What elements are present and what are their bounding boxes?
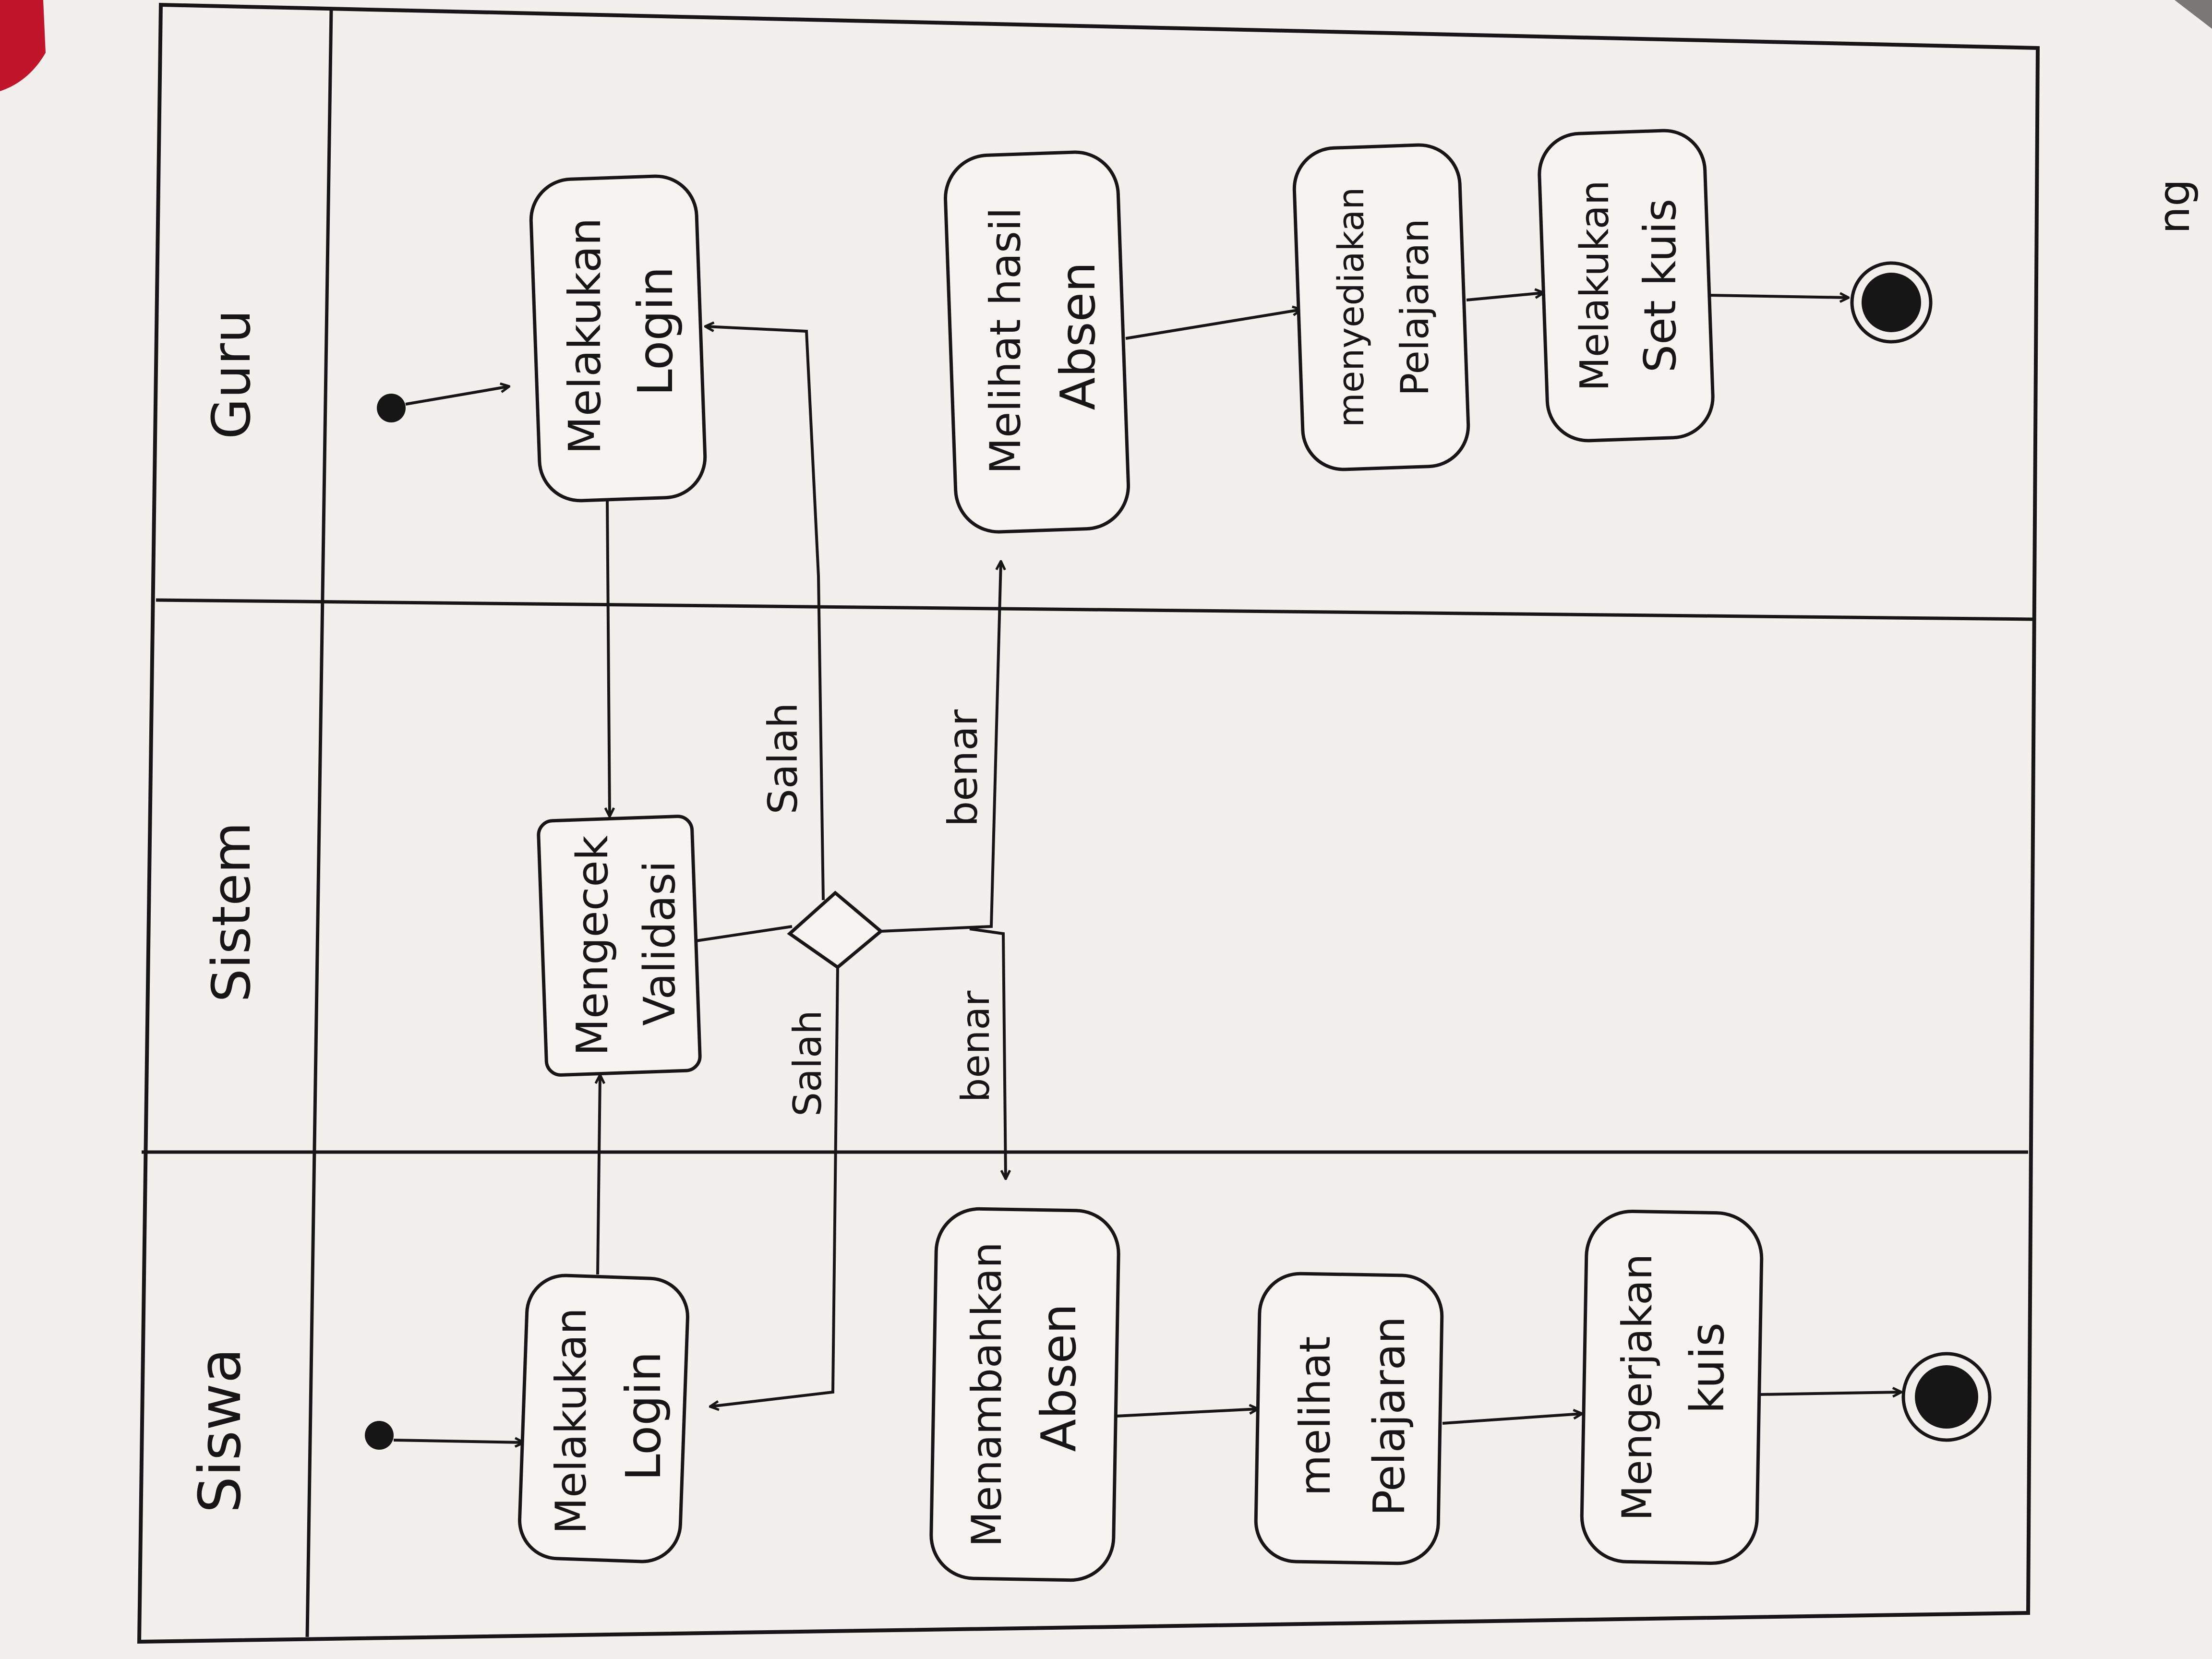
- sistem-validasi-text-1: Mengecek: [567, 835, 618, 1056]
- siswa-end-node: [1901, 1352, 1992, 1442]
- guru-kuis-text-2: Set kuis: [1635, 199, 1686, 373]
- corner-mark: ng: [2149, 179, 2200, 234]
- lane-label-guru: Guru: [201, 310, 262, 439]
- siswa-lihat-text-1: melihat: [1290, 1336, 1340, 1496]
- diagram-frame: [137, 2, 2040, 1644]
- guru-login-text-2: Login: [627, 266, 684, 396]
- activity-sistem-validasi: Mengecek Validasi: [537, 815, 702, 1077]
- guru-sediakan-text-1: menyediakan: [1331, 187, 1372, 428]
- header-divider: [305, 9, 333, 1637]
- flow-validasi-to-decision: [696, 925, 793, 942]
- guru-sediakan-text-2: Pelajaran: [1393, 218, 1437, 396]
- siswa-start-node: [365, 1421, 394, 1450]
- arrow-lihat-to-kuis: [1442, 1414, 1582, 1425]
- lane-label-sistem: Sistem: [201, 822, 262, 1002]
- siswa-login-text-1: Melakukan: [546, 1308, 596, 1534]
- siswa-absen-text-2: Absen: [1031, 1304, 1087, 1452]
- arrow-sediakan-to-kuis: [1466, 293, 1543, 301]
- guard-guru-salah: Salah: [759, 703, 806, 815]
- flow-decision-siswa-benar: [969, 927, 1006, 1178]
- activity-siswa-kuis: Mengerjakan kuis: [1580, 1210, 1764, 1565]
- activity-siswa-lihat: melihat Pelajaran: [1254, 1272, 1444, 1565]
- activity-guru-login: Melakukan Login: [529, 174, 707, 503]
- guru-login-text-1: Melakukan: [559, 217, 611, 454]
- activity-guru-lihat-absen: Melihat hasil Absen: [944, 150, 1130, 534]
- siswa-kuis-text-2: kuis: [1681, 1322, 1734, 1414]
- arrow-siswa-login-to-validasi: [598, 1075, 600, 1275]
- guard-siswa-benar: benar: [953, 991, 998, 1103]
- siswa-login-text-2: Login: [615, 1351, 672, 1481]
- siswa-kuis-text-1: Mengerjakan: [1613, 1254, 1661, 1521]
- arrow-lihat-absen-to-sediakan: [1125, 310, 1301, 340]
- activity-guru-set-kuis: Melakukan Set kuis: [1538, 129, 1715, 443]
- activity-siswa-absen: Menambahkan Absen: [929, 1207, 1120, 1582]
- red-corner-mark: [0, 0, 46, 91]
- arrow-siswa-start-to-login: [393, 1440, 523, 1443]
- flow-decision-guru-salah: [706, 326, 825, 901]
- lane-divider-guru-sistem: [156, 598, 2033, 621]
- lane-label-siswa: Siswa: [187, 1348, 254, 1513]
- guard-siswa-salah: Salah: [785, 1010, 830, 1117]
- arrow-kuis-to-guru-end: [1708, 295, 1848, 298]
- guru-kuis-text-1: Melakukan: [1572, 180, 1618, 391]
- siswa-absen-text-1: Menambahkan: [963, 1242, 1011, 1547]
- flow-decision-guru-benar: [880, 562, 1001, 933]
- guard-guru-benar: benar: [939, 709, 986, 827]
- siswa-lihat-text-2: Pelajaran: [1364, 1316, 1415, 1516]
- activity-guru-sediakan: menyediakan Pelajaran: [1292, 143, 1470, 471]
- guru-lihat-absen-text-1: Melihat hasil: [981, 207, 1030, 474]
- arrow-guru-start-to-login: [405, 386, 509, 406]
- guru-lihat-absen-text-2: Absen: [1050, 262, 1106, 410]
- arrow-guru-login-to-validasi: [607, 499, 610, 816]
- sistem-validasi-text-2: Validasi: [635, 861, 685, 1026]
- flow-decision-siswa-salah: [710, 967, 839, 1407]
- arrow-kuis-to-siswa-end: [1759, 1392, 1901, 1395]
- guru-start-node: [377, 394, 406, 422]
- guru-end-node: [1850, 261, 1933, 344]
- activity-siswa-login: Melakukan Login: [518, 1274, 689, 1563]
- arrow-absen-to-lihat: [1116, 1409, 1258, 1418]
